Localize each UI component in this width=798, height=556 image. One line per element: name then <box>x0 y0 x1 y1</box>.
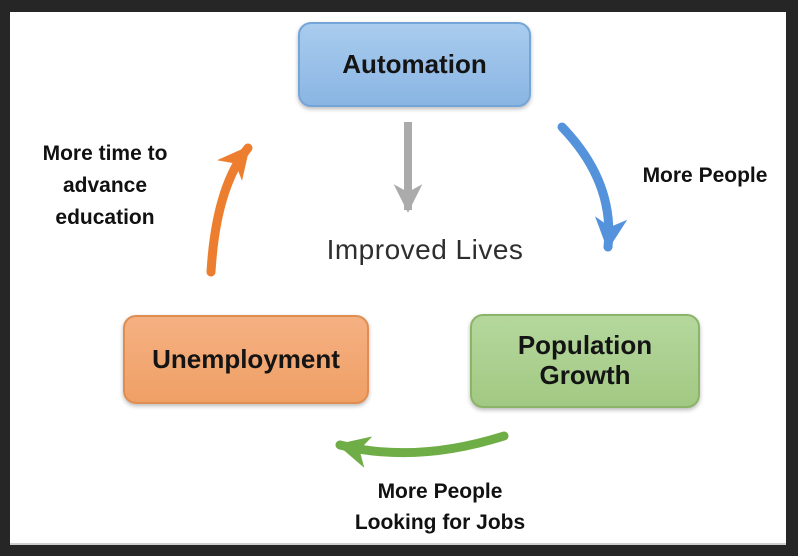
improved-lives-text: Improved Lives <box>326 234 524 265</box>
node-unemployment: Unemployment <box>123 315 369 404</box>
arrow-automation-to-population-growth <box>557 122 628 252</box>
education-arrow-label: More time to advance education <box>42 142 168 229</box>
more-people-arrow-label: More People <box>642 164 768 187</box>
looking-for-jobs-arrow-label: More People Looking for Jobs <box>354 480 526 534</box>
node-automation: Automation <box>298 22 531 107</box>
node-population-growth-label: Population Growth <box>517 330 653 390</box>
arrow-population-growth-to-unemployment <box>335 431 509 468</box>
diagram-canvas: Automation Unemployment Population Growt… <box>10 12 786 545</box>
node-automation-label: Automation <box>342 48 487 79</box>
node-population-growth: Population Growth <box>470 314 700 408</box>
node-unemployment-label: Unemployment <box>152 343 340 374</box>
arrow-unemployment-to-automation <box>206 143 253 277</box>
